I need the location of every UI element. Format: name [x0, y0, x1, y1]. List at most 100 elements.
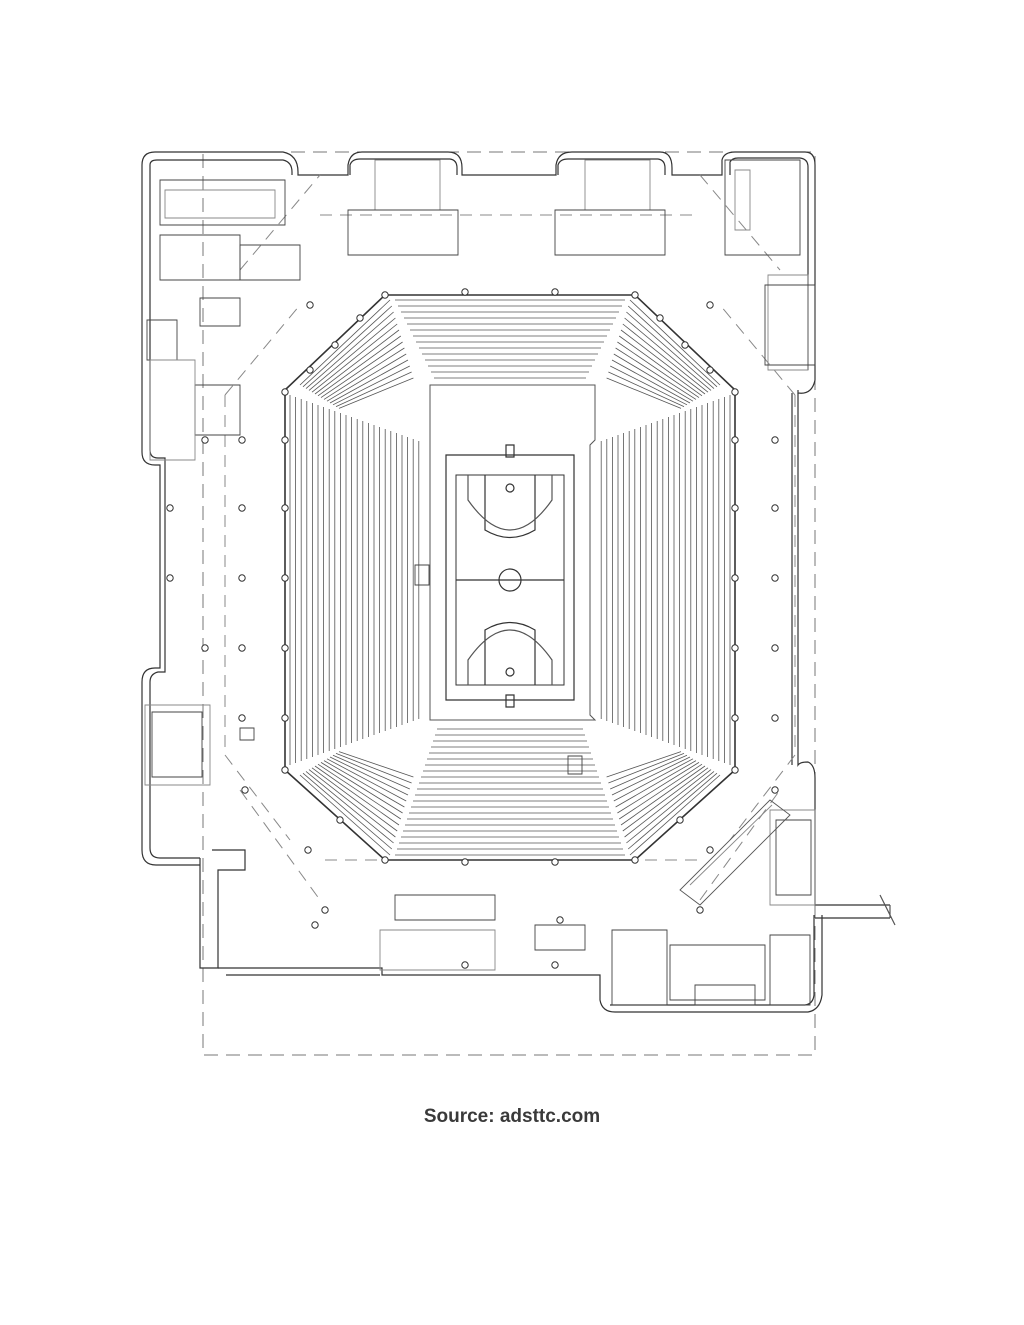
- structural-column: [462, 289, 468, 295]
- structural-column: [239, 575, 245, 581]
- seat-row-corner-bl: [327, 759, 406, 801]
- seat-row-corner-tr: [607, 378, 681, 408]
- structural-column: [697, 907, 703, 913]
- seat-row-corner-bl: [312, 768, 397, 831]
- structural-column: [242, 787, 248, 793]
- structural-column: [382, 292, 388, 298]
- seat-row-corner-bl: [339, 752, 413, 777]
- structural-column: [772, 645, 778, 651]
- seat-row-corner-br: [628, 773, 717, 849]
- site-boundary-dashed: [203, 152, 815, 1055]
- seat-row-corner-bl: [321, 762, 403, 813]
- structural-column: [657, 315, 663, 321]
- seating-bowl-outline: [285, 295, 735, 860]
- seat-row-corner-br: [617, 762, 699, 813]
- seat-row-corner-br: [623, 768, 708, 831]
- structural-column: [282, 767, 288, 773]
- seat-row-corner-bl: [315, 766, 399, 825]
- structural-column: [282, 715, 288, 721]
- structural-column: [632, 292, 638, 298]
- seat-row-corner-br: [612, 757, 690, 795]
- seat-row-corner-br: [626, 771, 714, 843]
- structural-column: [772, 575, 778, 581]
- structural-column: [305, 847, 311, 853]
- seat-row-corner-bl: [324, 761, 404, 807]
- structural-column: [707, 367, 713, 373]
- seat-row-corner-br: [619, 764, 702, 819]
- seat-row-corner-bl: [303, 773, 392, 849]
- seat-row-corner-tl: [327, 354, 406, 401]
- structural-column: [357, 315, 363, 321]
- arena-floor-plan: [0, 0, 1024, 1100]
- source-caption: Source: adsttc.com: [423, 1106, 601, 1127]
- structural-column: [772, 787, 778, 793]
- structural-column: [732, 389, 738, 395]
- structural-column: [337, 817, 343, 823]
- seat-row-corner-tl: [330, 360, 408, 403]
- structural-column: [707, 302, 713, 308]
- seat-row-corner-bl: [330, 757, 408, 795]
- structural-column: [282, 389, 288, 395]
- seat-row-corner-tr: [616, 348, 696, 399]
- seat-row-corner-tl: [318, 336, 401, 396]
- seat-row-corner-tr: [626, 312, 714, 389]
- seat-row-corner-tr: [621, 330, 705, 394]
- center-circle: [499, 569, 521, 591]
- seat-row-corner-tl: [315, 330, 399, 394]
- structural-column: [307, 367, 313, 373]
- seat-row-corner-tl: [303, 306, 392, 387]
- concourse-line: [240, 175, 780, 900]
- structural-column: [239, 437, 245, 443]
- structural-column: [732, 645, 738, 651]
- structural-column: [552, 859, 558, 865]
- seat-row-corner-tl: [306, 312, 394, 389]
- seat-row-corner-br: [607, 752, 681, 777]
- structural-column: [732, 505, 738, 511]
- structural-column: [202, 645, 208, 651]
- seat-row-corner-tl: [333, 366, 410, 405]
- seat-row-corner-tr: [628, 306, 717, 387]
- seat-row-corner-tl: [324, 348, 404, 399]
- seat-row-corner-br: [614, 759, 693, 801]
- seat-row-corner-tl: [336, 372, 412, 407]
- structural-column: [239, 715, 245, 721]
- structural-column: [462, 859, 468, 865]
- basketball-court: [446, 455, 574, 700]
- structural-column: [239, 645, 245, 651]
- structural-column: [282, 645, 288, 651]
- structural-column: [282, 575, 288, 581]
- structural-column: [239, 505, 245, 511]
- structural-column: [677, 817, 683, 823]
- structural-column: [772, 437, 778, 443]
- structural-column: [732, 575, 738, 581]
- structural-column: [307, 302, 313, 308]
- seat-row-corner-tr: [625, 318, 711, 390]
- structural-column: [462, 962, 468, 968]
- seat-row-corner-br: [616, 761, 696, 807]
- structural-column: [282, 437, 288, 443]
- seat-row-corner-bl: [309, 770, 395, 837]
- structural-column: [332, 342, 338, 348]
- structural-column: [732, 715, 738, 721]
- seat-row-corner-tr: [617, 342, 699, 398]
- seat-row-corner-br: [610, 755, 687, 789]
- structural-column: [312, 922, 318, 928]
- seat-row-corner-br: [608, 753, 684, 783]
- seat-row-corner-br: [621, 766, 705, 825]
- structural-column: [382, 857, 388, 863]
- seat-row-corner-tl: [312, 324, 397, 392]
- structural-column: [282, 505, 288, 511]
- seat-row-corner-tr: [630, 300, 720, 385]
- structural-column: [772, 715, 778, 721]
- seat-row-corner-tl: [309, 318, 395, 390]
- building-outline: [142, 152, 815, 393]
- seat-row-corner-bl: [306, 771, 394, 843]
- structural-column: [167, 505, 173, 511]
- structural-column: [707, 847, 713, 853]
- seat-row-corner-tr: [612, 360, 690, 403]
- structural-column: [682, 342, 688, 348]
- seat-row-corner-bl: [333, 755, 410, 789]
- structural-column: [552, 962, 558, 968]
- structural-column: [552, 289, 558, 295]
- left-wing-wall: [142, 165, 200, 865]
